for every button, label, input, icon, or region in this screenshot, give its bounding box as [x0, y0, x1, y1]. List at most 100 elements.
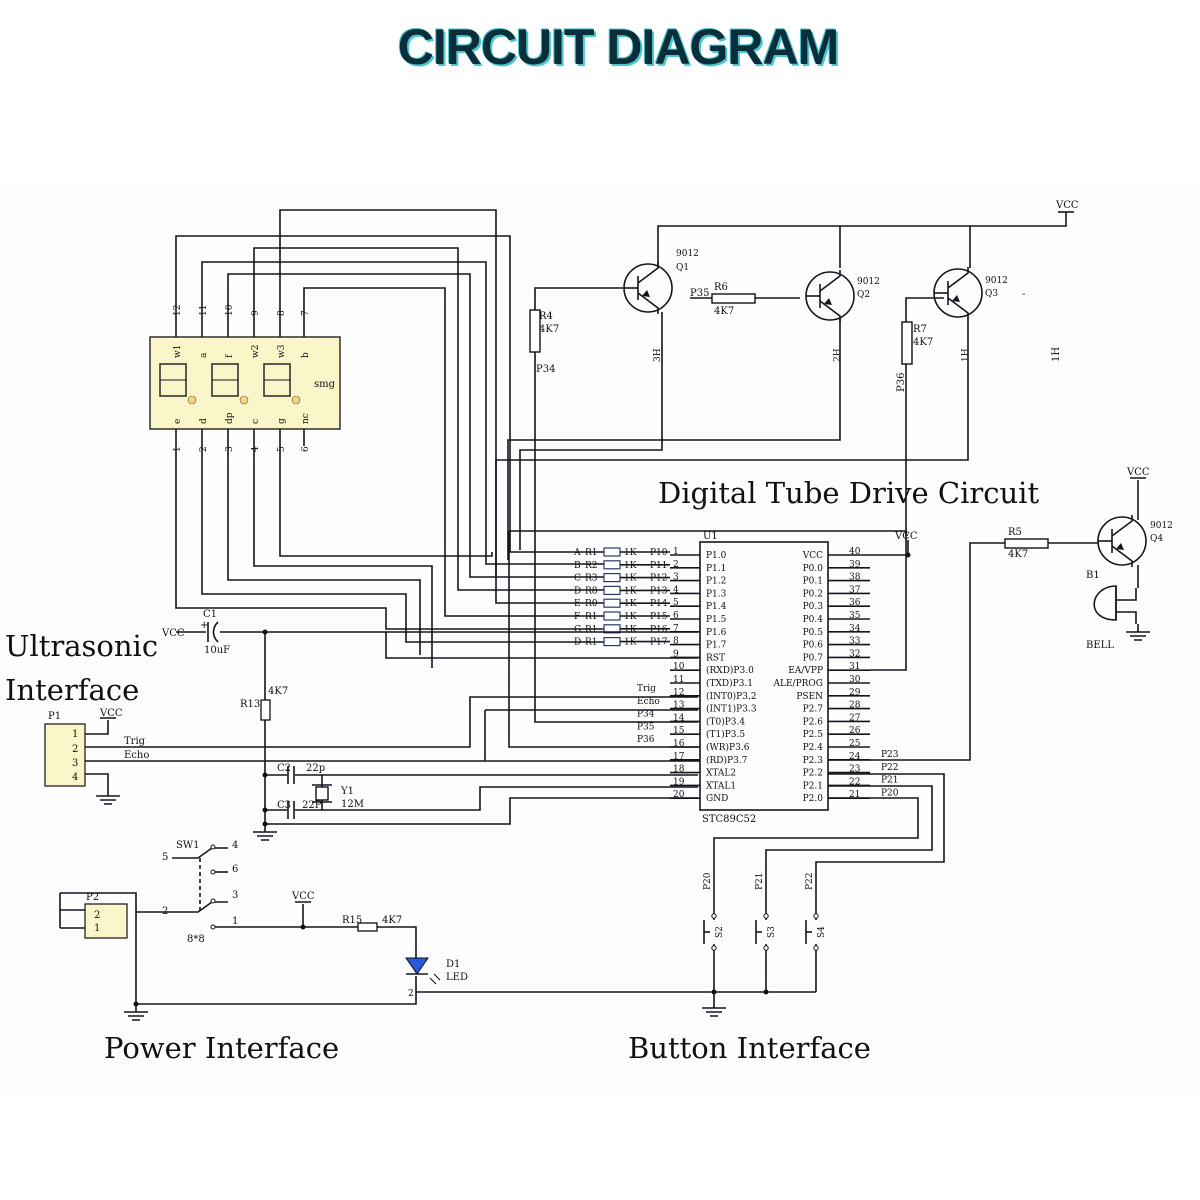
seg-value-1: 1K: [624, 561, 637, 571]
svg-text:4K7: 4K7: [382, 915, 402, 926]
display-wire-9: [253, 446, 433, 668]
mcu-pin-name-5: P1.4: [706, 602, 727, 612]
seg-ref-0: R1: [585, 548, 598, 558]
stray-1h: 1H: [1051, 347, 1062, 362]
digit-1: [159, 363, 197, 405]
mcu-pin-name-36: P0.3: [803, 602, 824, 612]
seg-ref-4: R0: [585, 599, 598, 609]
display-bottom-pin-5: 5: [277, 446, 287, 452]
svg-text:4K7: 4K7: [714, 306, 734, 317]
seg-ref-7: R1: [585, 638, 598, 648]
mcu-part: STC89C52: [702, 814, 756, 825]
svg-text:6: 6: [232, 864, 238, 875]
mcu-pin-num-11: 11: [673, 675, 684, 685]
mcu-pin-name-37: P0.2: [803, 589, 823, 599]
svg-text:P36: P36: [896, 373, 907, 392]
display-bottom-pin-1: 1: [173, 446, 183, 452]
mcu-pin-num-15: 15: [673, 726, 685, 736]
mcu-pin-name-9: RST: [706, 653, 725, 663]
mcu-pin-name-31: EA/VPP: [788, 666, 823, 676]
mcu-pin-num-24: 24: [849, 752, 861, 762]
mcu-pin-name-16: (WR)P3.6: [706, 742, 750, 753]
svg-text:3: 3: [232, 890, 238, 901]
svg-text:R7: R7: [913, 324, 927, 335]
mcu-pin-name-33: P0.6: [803, 641, 824, 651]
mcu-pin-num-12: 12: [673, 688, 684, 698]
seg-net-0: P10: [650, 548, 668, 558]
mcu-pin-name-1: P1.0: [706, 551, 727, 561]
mcu-pin-num-13: 13: [673, 701, 685, 711]
svg-text:12M: 12M: [341, 799, 364, 810]
mcu-pin-name-17: (RD)P3.7: [706, 755, 748, 766]
mcu-pin-num-26: 26: [849, 726, 861, 736]
mcu-pin-name-29: PSEN: [796, 692, 823, 702]
seg-value-6: 1K: [624, 625, 637, 635]
svg-text:Q2: Q2: [857, 290, 870, 300]
mcu-pin-num-36: 36: [849, 598, 861, 608]
svg-text:SW1: SW1: [176, 840, 200, 851]
svg-text:22P: 22P: [302, 800, 322, 811]
mcu-pin-name-22: P2.1: [803, 781, 823, 791]
seg-net-7: P17: [650, 638, 668, 648]
svg-text:P22: P22: [805, 872, 815, 890]
svg-text:R6: R6: [714, 282, 728, 293]
mcu-pin-num-14: 14: [673, 713, 685, 723]
display-top-label-0: w1: [173, 345, 183, 358]
power-circuit: P2 2 1 SW1 5 4 6 3 2 1 8*8 VCC R15 4K7 D…: [59, 840, 714, 1021]
svg-text:VCC: VCC: [1055, 200, 1079, 211]
digit-drive-wiring: [495, 212, 1067, 748]
svg-text:2H: 2H: [833, 348, 843, 362]
mcu-vcc-label: VCC: [894, 531, 918, 542]
mcu-pin-name-3: P1.2: [706, 577, 726, 587]
seg-net-2: P12: [650, 574, 668, 584]
mcu-pin-num-21: 21: [849, 790, 860, 800]
display-top-pin-12: 12: [173, 305, 183, 316]
mcu-pin-num-6: 6: [673, 611, 679, 621]
mcu-pin-name-25: P2.4: [803, 743, 824, 753]
svg-text:4K7: 4K7: [268, 686, 288, 697]
svg-text:Q3: Q3: [985, 289, 998, 299]
svg-text:C2: C2: [277, 763, 291, 774]
display-wire-7: [201, 446, 604, 643]
svg-text:4K7: 4K7: [1008, 549, 1028, 560]
mcu-pin-name-21: P2.0: [803, 794, 824, 804]
seg-value-7: 1K: [624, 638, 637, 648]
connector-p1: P1 1 2 3 4 VCC Trig Echo: [44, 696, 700, 805]
svg-text:1: 1: [94, 923, 100, 934]
display-bottom-label-4: g: [277, 418, 287, 424]
svg-text:9012: 9012: [985, 276, 1008, 286]
svg-text:P34: P34: [536, 364, 555, 375]
svg-text:Q4: Q4: [1150, 534, 1163, 544]
svg-text:BELL: BELL: [1086, 640, 1114, 651]
svg-text:3H: 3H: [653, 348, 663, 362]
digital-tube-title: Digital Tube Drive Circuit: [658, 476, 1039, 510]
svg-text:4: 4: [72, 772, 78, 783]
display-bottom-pin-4: 4: [251, 446, 261, 452]
svg-text:5: 5: [162, 852, 168, 863]
mcu-pin-name-10: (RXD)P3.0: [706, 665, 754, 676]
mcu-pin-name-11: (TXD)P3.1: [706, 678, 753, 689]
svg-text:VCC: VCC: [99, 708, 123, 719]
svg-text:1: 1: [232, 916, 238, 927]
mcu-pin-num-29: 29: [849, 688, 861, 698]
vcc-top: VCC: [1055, 200, 1079, 213]
mcu-pin-num-33: 33: [849, 637, 861, 647]
mcu-pin-name-14: (T0)P3.4: [706, 716, 745, 727]
mcu-pin-num-28: 28: [849, 701, 861, 711]
mcu-pin-name-15: (T1)P3.5: [706, 729, 745, 740]
mcu-pin-num-30: 30: [849, 675, 861, 685]
display-wire-5: [303, 287, 604, 617]
svg-text:D1: D1: [446, 959, 460, 970]
display-top-label-1: a: [199, 352, 209, 358]
svg-text:C1: C1: [203, 609, 217, 620]
seg-label-0: A: [573, 548, 581, 558]
mcu-ref: U1: [703, 531, 718, 542]
mcu-pin-name-12: (INT0)P3.2: [706, 691, 757, 702]
mcu-pin-name-32: P0.7: [803, 653, 824, 663]
